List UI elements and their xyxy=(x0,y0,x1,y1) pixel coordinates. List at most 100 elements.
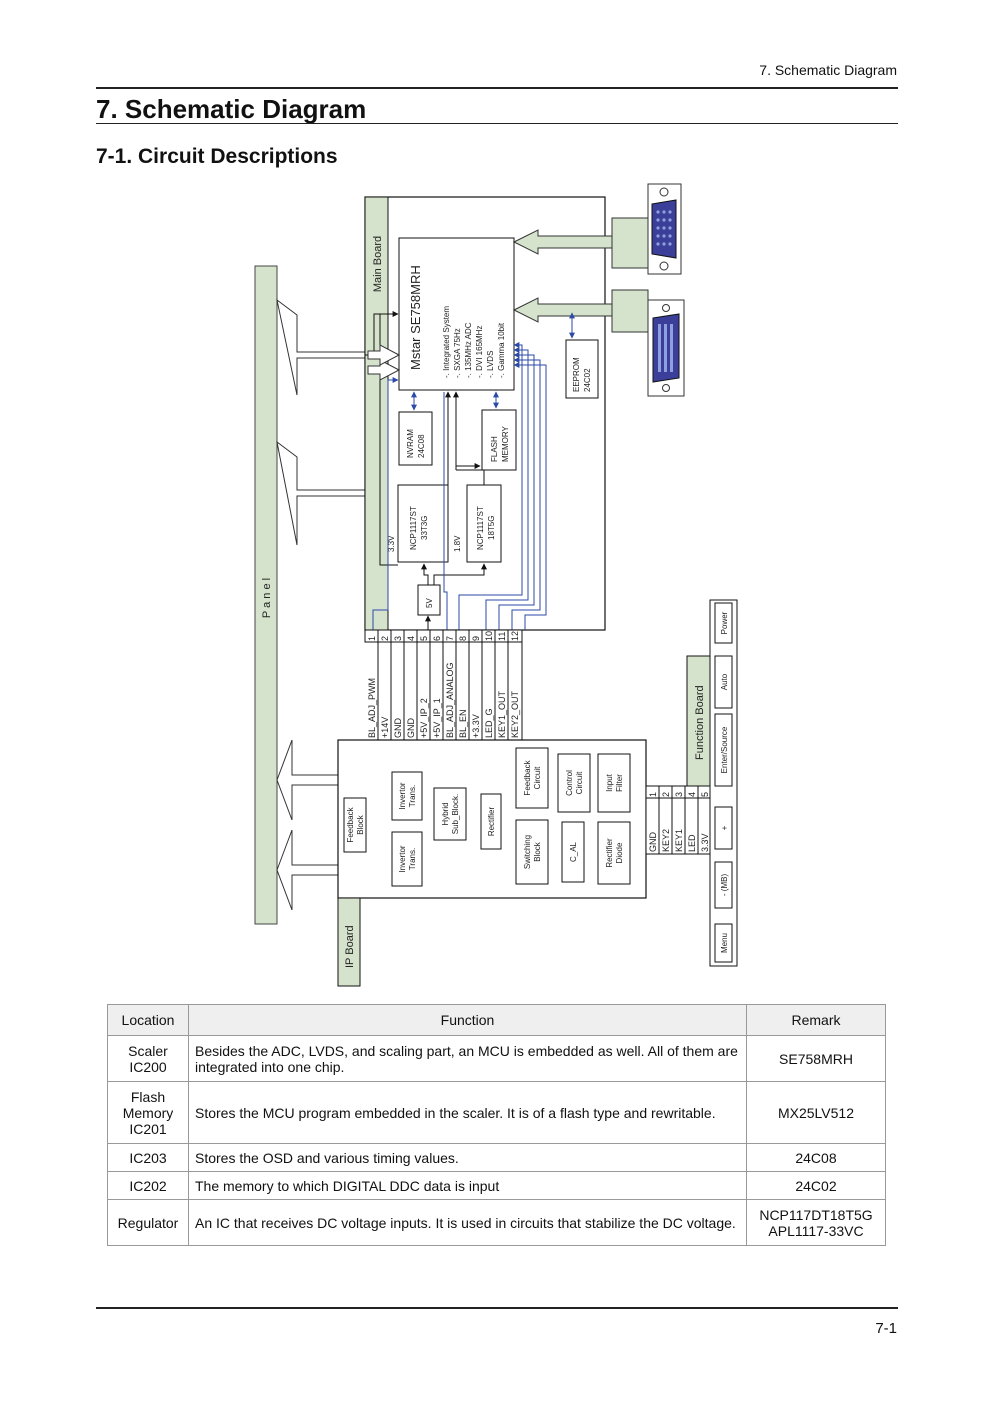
dvi-outer-arrow xyxy=(611,289,649,333)
pin-number: 12 xyxy=(510,631,520,641)
button-5: - (MB) xyxy=(714,861,733,909)
scaler-name: Mstar SE758MRH xyxy=(408,265,423,370)
cell-function: Stores the OSD and various timing values… xyxy=(188,1143,747,1172)
ip-block-c-al: C_AL xyxy=(561,821,585,883)
page-title: 7. Schematic Diagram xyxy=(96,94,367,124)
regulator-33v: NCP1117ST 33T3G xyxy=(397,484,449,563)
nvram-chip: NVRAM 24C08 xyxy=(398,411,433,466)
ip-block-text: Trans. xyxy=(408,785,417,807)
fb-pin-name: 3.3V xyxy=(700,833,710,852)
button-1: Power xyxy=(714,602,733,644)
ip-block-text: Input xyxy=(605,773,614,792)
scaler-feature: -. 135MHz ADC xyxy=(464,322,473,378)
ip-block-text: Control xyxy=(565,770,574,796)
location-line: Regulator xyxy=(117,1214,179,1231)
ip-block-text: Sub_Block. xyxy=(451,794,460,834)
button-label: Enter/Source xyxy=(720,726,729,773)
col-header-function: Function xyxy=(188,1004,747,1036)
pin-number: 6 xyxy=(432,636,442,641)
pin-number: 7 xyxy=(445,636,455,641)
label-1v8: 1.8V xyxy=(453,535,462,552)
button-3: Enter/Source xyxy=(714,713,733,787)
reg2-part: NCP1117ST xyxy=(476,506,485,550)
vga-connector-icon xyxy=(647,183,682,275)
panel-arrow-upper xyxy=(276,298,369,396)
panel-label: P a n e l xyxy=(261,578,273,618)
button-label: - (MB) xyxy=(720,874,729,897)
scaler-chip: Mstar SE758MRH -. Integrated System -. S… xyxy=(398,237,515,391)
ip-block-text: Hybrid xyxy=(441,802,450,825)
regulator-18v: NCP1117ST 18T5G xyxy=(466,484,502,563)
ip-arrow-lower xyxy=(276,829,339,911)
scaler-feature: -. Gamma 10bit xyxy=(497,322,506,378)
button-label: Power xyxy=(720,611,729,634)
panel-arrow-lower xyxy=(276,440,369,546)
header-rule xyxy=(96,87,898,89)
fb-pin-name: GND xyxy=(648,832,658,853)
panel-board: P a n e l xyxy=(254,265,278,925)
ip-block-text: Block xyxy=(356,814,365,835)
pin-name: GND xyxy=(393,718,403,739)
function-board-label: Function Board xyxy=(694,685,706,760)
flash-sub: MEMORY xyxy=(501,425,510,462)
ip-block-text: Invertor xyxy=(398,845,407,872)
pin-name: +3.3V xyxy=(471,714,481,738)
lvds-arrow-2 xyxy=(367,344,401,366)
pin-name: KEY1_OUT xyxy=(497,690,507,738)
ip-block-text: C_AL xyxy=(569,841,578,862)
ip-block-text: Rectifier xyxy=(487,806,496,836)
section-title: 7-1. Circuit Descriptions xyxy=(96,145,338,168)
pin-name: GND xyxy=(406,718,416,739)
page-number: 7-1 xyxy=(875,1320,897,1337)
ip-block-text: Circuit xyxy=(575,771,584,794)
location-line: Flash xyxy=(130,1088,166,1105)
fb-pin-name: LED xyxy=(687,834,697,852)
cell-remark: MX25LV512 xyxy=(746,1081,886,1144)
cell-function: Stores the MCU program embedded in the s… xyxy=(188,1081,747,1144)
cell-location: IC203 xyxy=(107,1143,189,1172)
button-label: + xyxy=(720,825,729,830)
eeprom-chip: EEPROM 24C02 xyxy=(565,339,599,399)
ip-block-text: Switching xyxy=(523,835,532,869)
block-diagram: P a n e l Main Board Mstar SE758MRH -. I… xyxy=(254,183,738,987)
ip-board-label: IP Board xyxy=(344,925,356,968)
fb-pin-number: 5 xyxy=(700,792,710,797)
label-5v: 5V xyxy=(425,598,434,608)
ip-block-text: Diode xyxy=(615,842,624,863)
ip-block-text: Invertor xyxy=(398,782,407,809)
main-board-label: Main Board xyxy=(372,236,384,292)
title-underline xyxy=(96,123,898,124)
eeprom-part: 24C02 xyxy=(583,368,592,392)
pin-name: +5V_IP_2 xyxy=(419,698,429,738)
location-line: IC203 xyxy=(129,1149,167,1166)
remark-line: NCP117DT18T5G xyxy=(759,1206,873,1223)
cell-remark: 24C08 xyxy=(746,1143,886,1172)
ip-block-text: Feedback xyxy=(346,806,355,842)
remark-line: MX25LV512 xyxy=(777,1104,854,1121)
col-header-location: Location xyxy=(107,1004,189,1036)
remark-line: SE758MRH xyxy=(779,1050,853,1067)
pin-number: 1 xyxy=(367,636,377,641)
cell-remark: SE758MRH xyxy=(746,1035,886,1082)
running-header: 7. Schematic Diagram xyxy=(759,62,897,78)
fb-pin-name: KEY1 xyxy=(674,829,684,852)
cell-location: Regulator xyxy=(107,1199,189,1246)
location-line: IC201 xyxy=(129,1120,167,1137)
pin-name: +5V_IP_1 xyxy=(432,698,442,738)
5v-node: 5V xyxy=(417,584,441,616)
location-line: Scaler xyxy=(128,1042,168,1059)
fb-pin-number: 1 xyxy=(648,792,658,797)
pin-name: KEY2_OUT xyxy=(510,690,520,738)
cell-remark: 24C02 xyxy=(746,1171,886,1200)
pin-number: 4 xyxy=(406,636,416,641)
